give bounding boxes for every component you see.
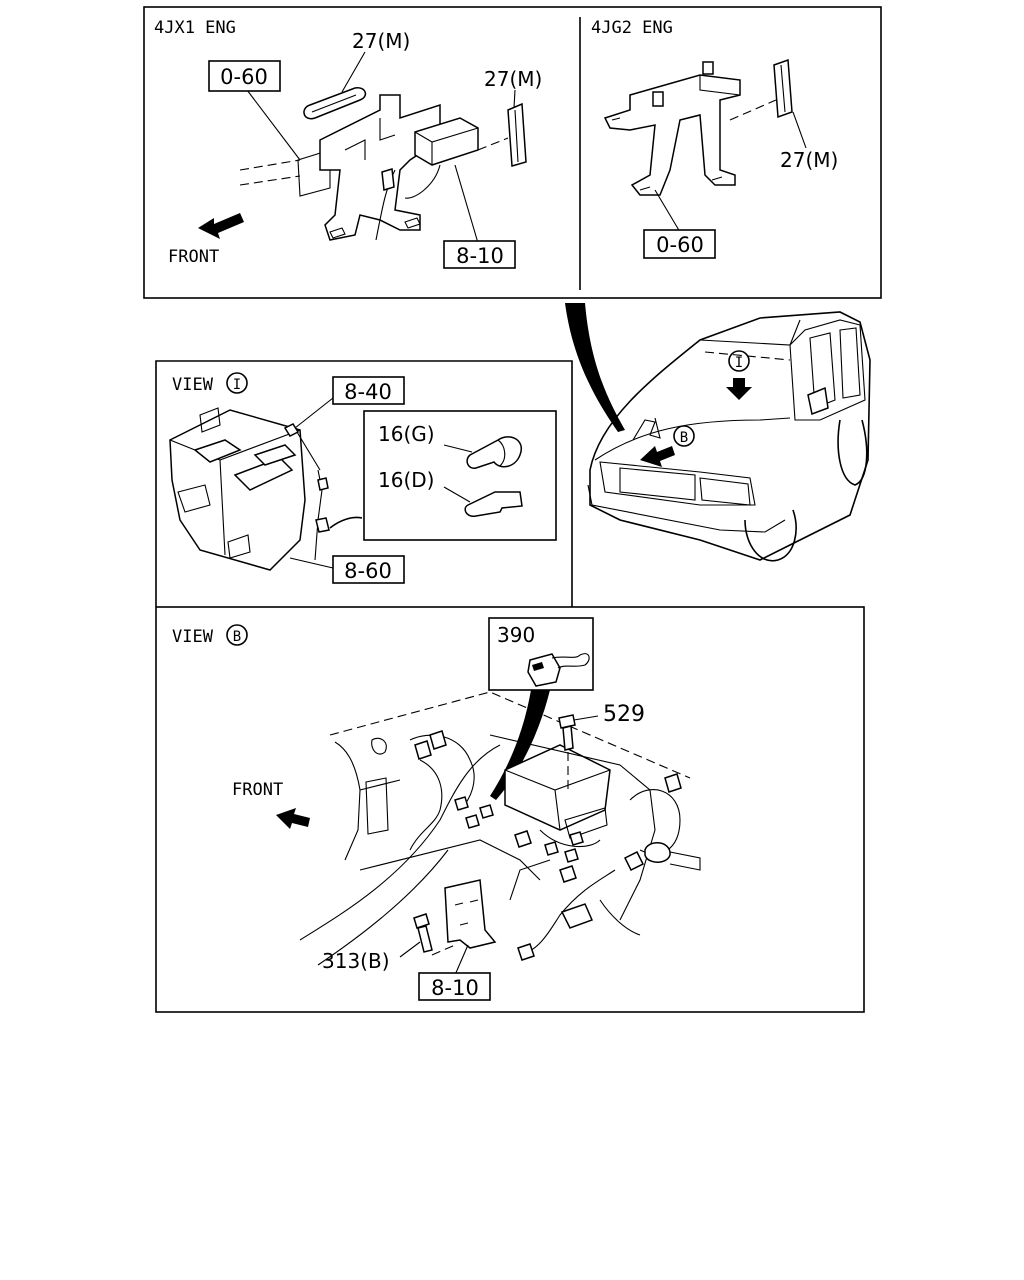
view-i-circle-icon [226,372,248,394]
ref-box-0-60-b [643,229,716,259]
ref-box-8-10-b [418,972,491,1001]
view-i-arrow-icon [726,378,752,400]
engine-label-4jx1: 4JX1 ENG [154,18,236,38]
ref-8-10-b: 8-10 [431,976,479,1000]
callout-529: 529 [603,702,645,727]
ref-box-8-10-a [443,240,516,269]
callout-27m-c: 27(M) [780,148,838,172]
front-label-bottom: FRONT [232,780,283,800]
view-i-marker-icon [728,350,750,372]
callout-27m-a: 27(M) [352,29,410,53]
ref-0-60-a: 0-60 [220,65,268,89]
front-arrow-icon [198,213,244,239]
callout-313b: 313(B) [322,949,390,973]
ref-box-0-60-a [208,60,281,92]
front-label-top: FRONT [168,247,219,267]
ref-0-60-b: 0-60 [656,233,704,257]
ref-8-10-a: 8-10 [456,244,504,268]
ref-box-8-40 [332,376,405,405]
view-b-panel: VIEW B [155,606,865,1013]
top-panel: 4JX1 ENG 4JG2 ENG [143,6,882,299]
pointer-sweep [565,303,625,432]
clip-16d-icon [464,491,523,517]
front-arrow-bottom-icon [276,808,310,829]
vehicle-illustration: I B [565,303,871,562]
top-panel-frame [143,6,882,299]
bracket-4jx1-illustration [198,51,527,244]
callout-16d: 16(D) [378,468,434,492]
ref-8-60: 8-60 [344,559,392,583]
view-i-panel: VIEW I [155,360,573,607]
view-i-symbol: I [233,377,241,393]
view-b-arrow-icon [640,446,675,467]
connector-390-icon [527,653,561,687]
callout-390: 390 [497,623,535,647]
view-b-symbol: B [233,629,241,645]
view-i-marker: I [735,355,743,371]
view-b-marker-icon [673,425,695,447]
engine-label-4jg2: 4JG2 ENG [591,18,673,38]
ref-8-40: 8-40 [344,380,392,404]
view-b-frame [155,606,865,1013]
view-b-word: VIEW [172,627,214,647]
view-b-marker: B [680,430,688,446]
clip-detail-box [363,410,557,541]
ref-box-8-60 [332,555,405,584]
clip-16g-icon [466,436,523,469]
view-i-word: VIEW [172,375,214,395]
bracket-4jg2-illustration [603,58,807,233]
view-b-circle-icon [226,624,248,646]
view-i-frame [155,360,573,607]
callout-16g: 16(G) [378,422,435,446]
callout-27m-b: 27(M) [484,67,542,91]
